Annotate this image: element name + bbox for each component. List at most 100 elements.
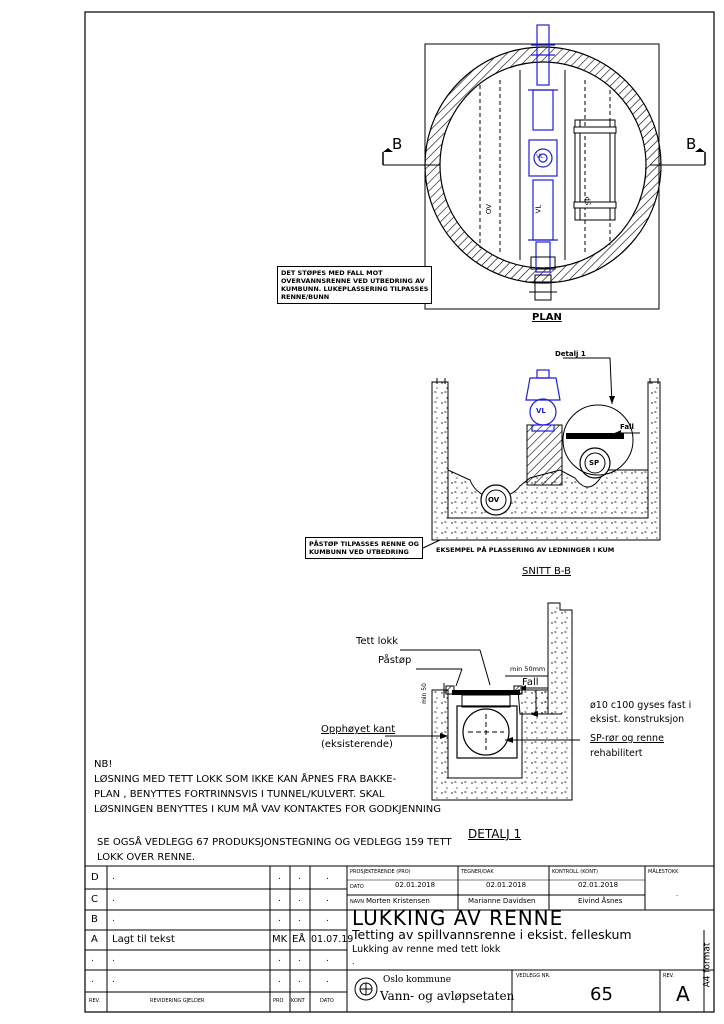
vedlegg-number: 65 [590, 984, 613, 1005]
rev-row-a-kont: EÅ [292, 934, 306, 945]
section-pipe-ov: OV [488, 496, 500, 504]
section-fall-label: Fall [620, 423, 634, 431]
tb-head-malestokk: MÅLESTOKK [648, 869, 679, 875]
see-also-line-2: LOKK OVER RENNE. [97, 852, 196, 863]
detail-opphoyet-sub: (eksisterende) [321, 739, 393, 750]
plan-view [382, 24, 706, 310]
section-view [422, 357, 661, 549]
rev-row-c-kont: . [298, 894, 301, 904]
drawing-extra: . [352, 957, 355, 966]
see-also-line-1: SE OGSÅ VEDLEGG 67 PRODUKSJONSTEGNING OG… [97, 837, 452, 848]
nb-line-3: LØSNINGEN BENYTTES I KUM MÅ VAV KONTAKTE… [94, 804, 441, 815]
rev-row-d-kont: . [298, 872, 301, 882]
rev-row-b-kont: . [298, 914, 301, 924]
section-mark-left: B [392, 135, 403, 153]
rev-row-e-text: . [112, 954, 115, 964]
section-pipe-sp: SP [589, 459, 600, 467]
detail-title: DETALJ 1 [468, 827, 522, 841]
drawing-subtitle-2: Lukking av renne med tett lokk [352, 944, 501, 955]
rev-row-f-dato: . [326, 975, 329, 985]
org-name-2: Vann- og avløpsetaten [380, 989, 515, 1003]
plan-note: DET STØPES MED FALL MOT OVERVANNSRENNE V… [277, 266, 433, 304]
rev-row-b-text: . [112, 914, 115, 924]
tb-kont-date: 02.01.2018 [578, 881, 619, 889]
rev-row-b-rev: B [91, 914, 98, 925]
detail-sp-line2: rehabilitert [590, 748, 643, 759]
rev-row-a-dato: 01.07.19 [311, 934, 354, 945]
rev-row-c-dato: . [326, 894, 329, 904]
detail-sp-line1: SP-rør og renne [590, 733, 664, 744]
rev-header-pro: PRO [273, 998, 284, 1004]
tb-tegner-name: Marianne Davidsen [468, 897, 536, 905]
rev-row-a-text: Lagt til tekst [112, 934, 175, 945]
format-label: A4 format [702, 942, 713, 988]
vedlegg-label: VEDLEGG NR. [516, 973, 551, 979]
rev-row-e-rev: . [91, 954, 94, 964]
tb-head-kontroll: KONTROLL (KONT) [552, 869, 598, 875]
tb-kont-name: Eivind Åsnes [578, 897, 623, 905]
rev-header-kont: KONT [291, 998, 305, 1004]
section-caption: EKSEMPEL PÅ PLASSERING AV LEDNINGER I KU… [436, 546, 615, 554]
rev-row-b-pro: . [278, 914, 281, 924]
nb-line-1: LØSNING MED TETT LOKK SOM IKKE KAN ÅPNES… [94, 774, 397, 785]
plan-pipe-ov: OV [485, 203, 494, 215]
rev-row-d-text: . [112, 872, 115, 882]
plan-pipe-sp: SP [584, 196, 593, 206]
tb-dato-label: DATO [350, 884, 364, 890]
detail-pastop: Påstøp [378, 655, 412, 666]
detail-fall: Fall [522, 677, 539, 688]
rev-row-c-rev: C [91, 894, 98, 905]
rev-header-rev: REV. [89, 998, 100, 1004]
rev-row-f-pro: . [278, 975, 281, 985]
rev-label: REV. [663, 973, 674, 979]
tb-head-tegner: TEGNER/DAK [461, 869, 494, 875]
rev-row-d-pro: . [278, 872, 281, 882]
rev-row-d-rev: D [91, 872, 99, 883]
section-valve [525, 369, 561, 432]
detail-opphoyet-title: Opphøyet kant [321, 724, 396, 735]
detail-dowel-line2: eksist. konstruksjon [590, 714, 685, 725]
tb-navn-label: NAVN [350, 899, 365, 905]
plan-pipe-vl: VL [534, 204, 543, 214]
detail-min50: min 50mm [510, 665, 546, 673]
plan-title: PLAN [532, 312, 562, 323]
drawing-title: LUKKING AV RENNE [352, 906, 564, 930]
oslo-logo-icon [354, 977, 378, 1001]
section-note: PÅSTØP TILPASSES RENNE OG KUMBUNN VED UT… [305, 537, 423, 559]
rev-row-f-kont: . [298, 975, 301, 985]
org-name-1: Oslo kommune [383, 975, 452, 985]
rev-header-dato: DATO [320, 998, 334, 1004]
tb-malestokk-value: . [676, 890, 679, 898]
rev-row-b-dato: . [326, 914, 329, 924]
rev-letter: A [676, 982, 690, 1006]
title-block-lines [84, 865, 715, 1013]
drawing-subtitle: Tetting av spillvannsrenne i eksist. fel… [352, 927, 632, 942]
detail-dowel-line1: ø10 c100 gyses fast i [590, 700, 692, 711]
rev-row-e-pro: . [278, 954, 281, 964]
section-title: SNITT B-B [522, 566, 571, 577]
nb-line-2: PLAN , BENYTTES FORTRINNSVIS I TUNNEL/KU… [94, 789, 385, 800]
rev-row-a-rev: A [91, 934, 98, 945]
tb-pro-date: 02.01.2018 [395, 881, 436, 889]
section-mark-right: B [686, 135, 697, 153]
rev-header-text: REVIDERING GJELDER [150, 998, 205, 1004]
rev-row-e-kont: . [298, 954, 301, 964]
detail-min50-vertical: min 50 [420, 683, 428, 704]
rev-row-f-text: . [112, 975, 115, 985]
rev-row-c-pro: . [278, 894, 281, 904]
rev-row-e-dato: . [326, 954, 329, 964]
tb-head-prosjekterende: PROSJEKTERENDE (PRO) [350, 869, 411, 875]
plan-valve-label: VL [536, 153, 544, 160]
rev-row-a-pro: MK [272, 934, 288, 945]
nb-heading: NB! [94, 759, 113, 770]
rev-row-d-dato: . [326, 872, 329, 882]
tb-tegner-date: 02.01.2018 [486, 881, 527, 889]
section-valve-label: VL [536, 407, 546, 415]
detail-tett-lokk: Tett lokk [356, 636, 399, 647]
detail-view [385, 602, 580, 801]
rev-row-c-text: . [112, 894, 115, 904]
tb-pro-name: Morten Kristensen [366, 897, 430, 905]
detail-callout-label: Detalj 1 [555, 350, 586, 358]
rev-row-f-rev: . [91, 975, 94, 985]
